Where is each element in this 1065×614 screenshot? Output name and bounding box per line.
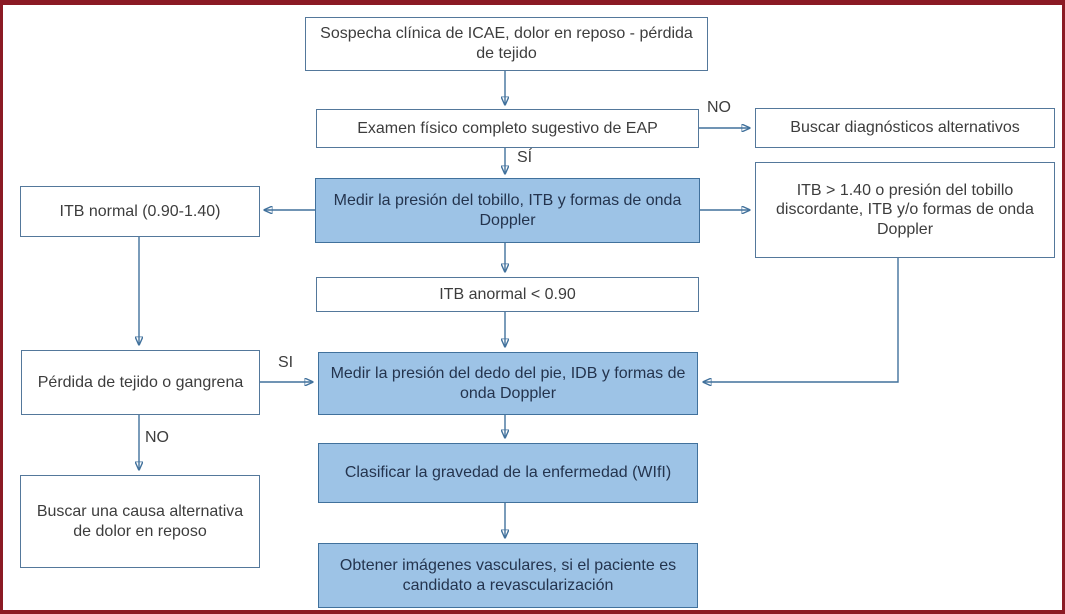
- node-itb-anormal: ITB anormal < 0.90: [316, 277, 699, 312]
- edge-label-si-examen: SÍ: [517, 149, 533, 166]
- edge-label-si-perdida: SI: [278, 354, 294, 371]
- node-itb-alto-discordante: ITB > 1.40 o presión del tobillo discord…: [755, 162, 1055, 258]
- edge-label-no-perdida: NO: [145, 429, 169, 446]
- node-medir-presion-dedo: Medir la presión del dedo del pie, IDB y…: [318, 352, 698, 415]
- edge-label-no-examen: NO: [707, 99, 731, 116]
- node-sospecha-clinica: Sospecha clínica de ICAE, dolor en repos…: [305, 17, 708, 71]
- node-buscar-causa-alternativa: Buscar una causa alternativa de dolor en…: [20, 475, 260, 568]
- node-perdida-tejido: Pérdida de tejido o gangrena: [21, 350, 260, 415]
- node-obtener-imagenes: Obtener imágenes vasculares, si el pacie…: [318, 543, 698, 608]
- flowchart-canvas: Sospecha clínica de ICAE, dolor en repos…: [3, 5, 1062, 610]
- node-clasificar-gravedad: Clasificar la gravedad de la enfermedad …: [318, 443, 698, 503]
- node-examen-fisico: Examen físico completo sugestivo de EAP: [316, 109, 699, 148]
- node-itb-normal: ITB normal (0.90-1.40): [20, 186, 260, 237]
- edge-itbalto-medirdedo: [704, 258, 899, 382]
- node-medir-presion-tobillo: Medir la presión del tobillo, ITB y form…: [315, 178, 700, 243]
- node-buscar-diagnosticos: Buscar diagnósticos alternativos: [755, 108, 1055, 148]
